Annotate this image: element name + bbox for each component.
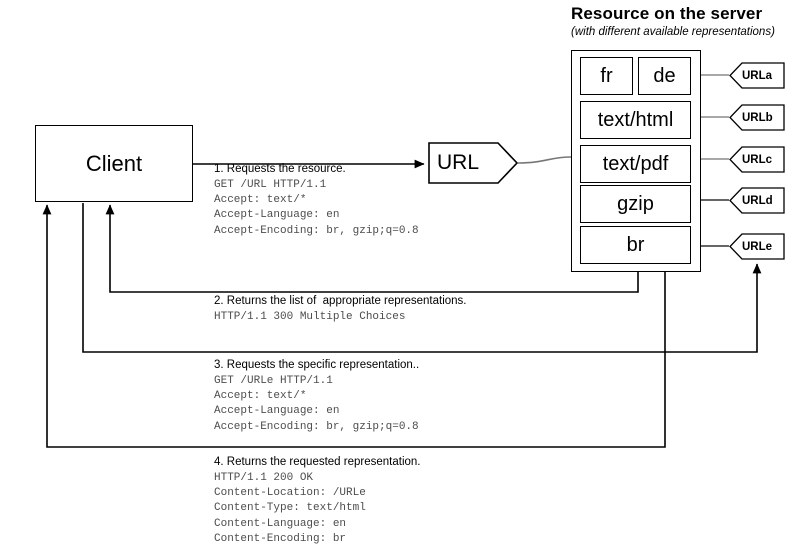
representation-text-pdf[interactable]: text/pdf [580,145,691,183]
step-3-annotation: 3. Requests the specific representation.… [214,359,419,435]
step-3-heading: 3. Requests the specific representation.… [214,359,420,371]
url-tag-label: URLc [742,153,773,166]
client-label: Client [85,150,143,176]
url-tag-shape [729,187,785,214]
url-token[interactable]: URL [428,142,518,184]
representation-gzip[interactable]: gzip [580,185,691,223]
url-token-label: URL [437,151,480,174]
step-4-annotation: 4. Returns the requested representation.… [214,456,421,547]
wire-step2 [105,204,639,293]
wire-step3 [82,203,762,353]
representation-fr[interactable]: fr [580,57,633,95]
url-tag-shape [729,233,785,260]
server-subtitle: (with different available representation… [571,26,775,38]
wire-step4 [42,204,666,448]
step-1-code: GET /URL HTTP/1.1 Accept: text/* Accept-… [214,179,419,237]
wire-url-to-resource [517,156,572,164]
url-tag-label: URLa [742,69,773,82]
representation-br[interactable]: br [580,226,691,264]
representation-label: fr [600,65,613,87]
url-tag-urlb[interactable]: URLb [729,104,785,131]
url-tag-urld[interactable]: URLd [729,187,785,214]
client-box[interactable]: Client [35,125,193,202]
representation-label: text/pdf [602,153,669,175]
representation-label: text/html [597,109,674,131]
representation-label: gzip [617,193,654,215]
step-3-code: GET /URLe HTTP/1.1 Accept: text/* Accept… [214,375,419,433]
step-2-heading: 2. Returns the list of appropriate repre… [214,295,467,307]
url-tag-shape [729,104,785,131]
representation-label: de [653,65,676,87]
url-token-shape [428,142,518,184]
step-2-code: HTTP/1.1 300 Multiple Choices [214,311,406,323]
url-tag-urla[interactable]: URLa [729,62,785,89]
url-tag-label: URLe [742,240,773,253]
step-2-annotation: 2. Returns the list of appropriate repre… [214,295,467,325]
step-4-heading: 4. Returns the requested representation. [214,456,421,468]
url-tag-label: URLb [742,111,773,124]
step-4-code: HTTP/1.1 200 OK Content-Location: /URLe … [214,472,366,545]
representation-de[interactable]: de [638,57,691,95]
representation-text-html[interactable]: text/html [580,101,691,139]
url-tag-urle[interactable]: URLe [729,233,785,260]
url-tag-shape [729,146,785,173]
server-title: Resource on the server [571,4,763,23]
step-1-heading: 1. Requests the resource. [214,163,346,175]
url-tag-label: URLd [742,194,773,207]
url-tag-urlc[interactable]: URLc [729,146,785,173]
url-tag-shape [729,62,785,89]
representation-label: br [626,234,645,256]
step-1-annotation: 1. Requests the resource. GET /URL HTTP/… [214,163,419,239]
